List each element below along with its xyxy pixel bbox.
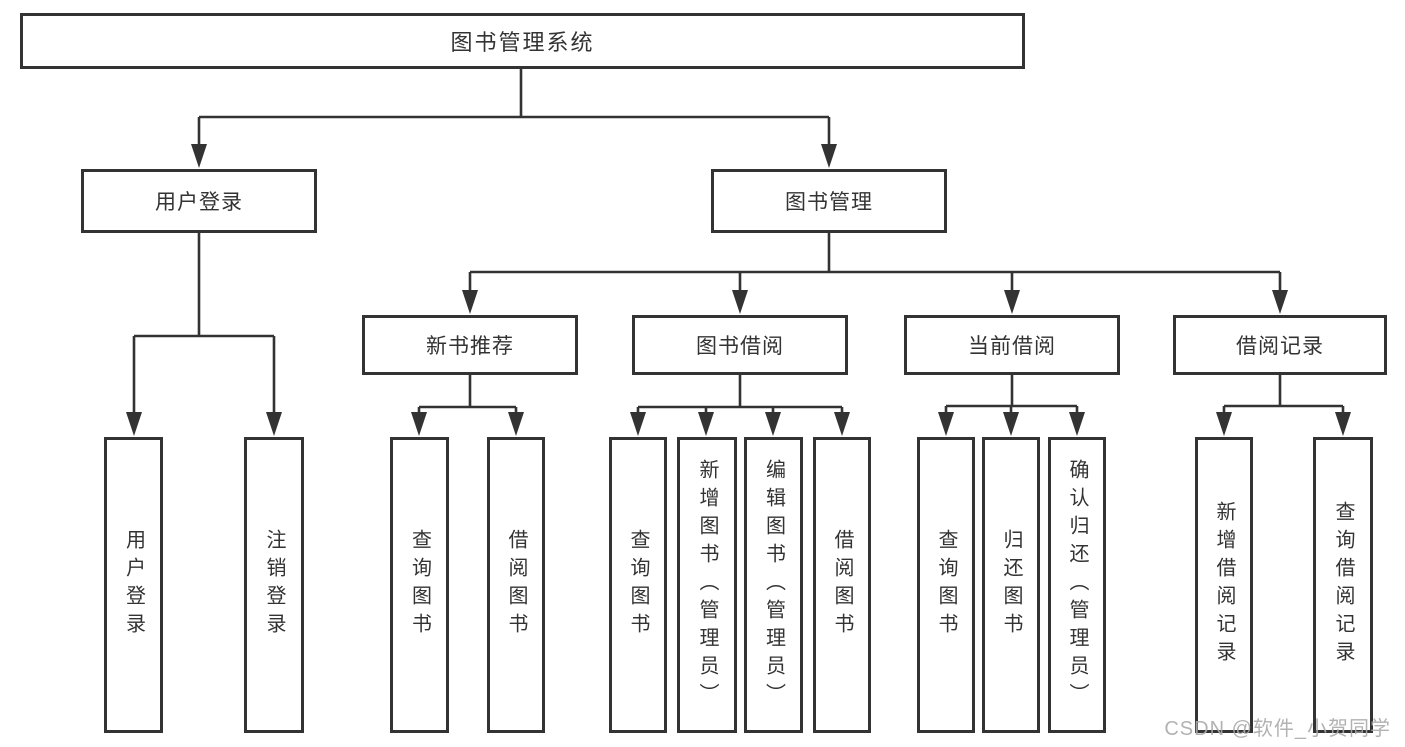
arrowhead-icon (698, 412, 714, 436)
node-label: 图书借阅 (696, 335, 784, 358)
node-user-login: 用户登录 (81, 169, 317, 233)
connector-records-branch (1222, 375, 1345, 414)
node-label: 用户登录 (155, 191, 243, 214)
leaf-label: 新增图书（管理员） (696, 459, 718, 711)
leaf-query-books: 查询图书 (390, 437, 449, 733)
arrowhead-icon (126, 412, 142, 436)
leaf-label: 新增借阅记录 (1213, 501, 1235, 669)
leaf-label: 注销登录 (263, 529, 285, 641)
connector-userlogin-branch (132, 233, 276, 414)
node-label: 当前借阅 (968, 335, 1056, 358)
connector-root-to-level2 (197, 69, 831, 146)
connector-newbook-branch (417, 375, 518, 414)
leaf-logout: 注销登录 (244, 437, 304, 733)
leaf-add-borrow-record: 新增借阅记录 (1195, 437, 1253, 733)
node-label: 借阅记录 (1236, 335, 1324, 358)
arrowhead-icons (126, 144, 1351, 436)
leaf-query-books: 查询图书 (609, 437, 667, 733)
leaf-label: 查询图书 (408, 529, 431, 641)
leaf-edit-books-admin: 编辑图书（管理员） (744, 437, 803, 733)
leaf-return-books: 归还图书 (982, 437, 1040, 733)
arrowhead-icon (1335, 412, 1351, 436)
node-root-label: 图书管理系统 (450, 30, 595, 55)
leaf-label: 查询图书 (935, 529, 957, 641)
arrowhead-icon (821, 144, 837, 168)
arrowhead-icon (630, 412, 646, 436)
connector-bookmgmt-branch (468, 233, 1282, 292)
leaf-query-books: 查询图书 (917, 437, 975, 733)
leaf-label: 用户登录 (122, 529, 145, 641)
leaf-confirm-return-admin: 确认归还（管理员） (1048, 437, 1106, 733)
arrowhead-icon (191, 144, 207, 168)
arrowhead-icon (1004, 290, 1020, 314)
arrowhead-icon (834, 412, 850, 436)
node-book-borrow: 图书借阅 (632, 315, 848, 375)
node-new-book-recommend: 新书推荐 (362, 315, 578, 375)
leaf-label: 借阅图书 (831, 529, 853, 641)
leaf-label: 查询借阅记录 (1332, 501, 1354, 669)
node-book-management: 图书管理 (711, 169, 947, 233)
arrowhead-icon (1272, 290, 1288, 314)
arrowhead-icon (1003, 412, 1019, 436)
leaf-borrow-books: 借阅图书 (487, 437, 545, 733)
node-label: 新书推荐 (426, 335, 514, 358)
connector-current-branch (944, 375, 1079, 414)
arrowhead-icon (411, 412, 427, 436)
connector-borrow-branch (636, 375, 844, 414)
leaf-label: 确认归还（管理员） (1066, 459, 1088, 711)
leaf-label: 查询图书 (627, 529, 649, 641)
arrowhead-icon (1069, 412, 1085, 436)
arrowhead-icon (508, 412, 524, 436)
node-root-system: 图书管理系统 (20, 13, 1025, 69)
csdn-watermark: CSDN @软件_小贺同学 (1164, 718, 1391, 740)
leaf-label: 编辑图书（管理员） (762, 459, 785, 711)
arrowhead-icon (1216, 412, 1232, 436)
node-label: 图书管理 (785, 191, 873, 214)
leaf-add-books-admin: 新增图书（管理员） (677, 437, 737, 733)
arrowhead-icon (462, 290, 478, 314)
arrowhead-icon (732, 290, 748, 314)
arrowhead-icon (938, 412, 954, 436)
leaf-label: 归还图书 (1000, 529, 1022, 641)
leaf-query-borrow-record: 查询借阅记录 (1313, 437, 1373, 733)
arrowhead-icon (765, 412, 781, 436)
arrowhead-icon (266, 412, 282, 436)
node-borrow-records: 借阅记录 (1173, 315, 1387, 375)
node-current-borrow: 当前借阅 (904, 315, 1120, 375)
leaf-label: 借阅图书 (505, 529, 527, 641)
leaf-user-login: 用户登录 (104, 437, 163, 733)
leaf-borrow-books: 借阅图书 (813, 437, 871, 733)
